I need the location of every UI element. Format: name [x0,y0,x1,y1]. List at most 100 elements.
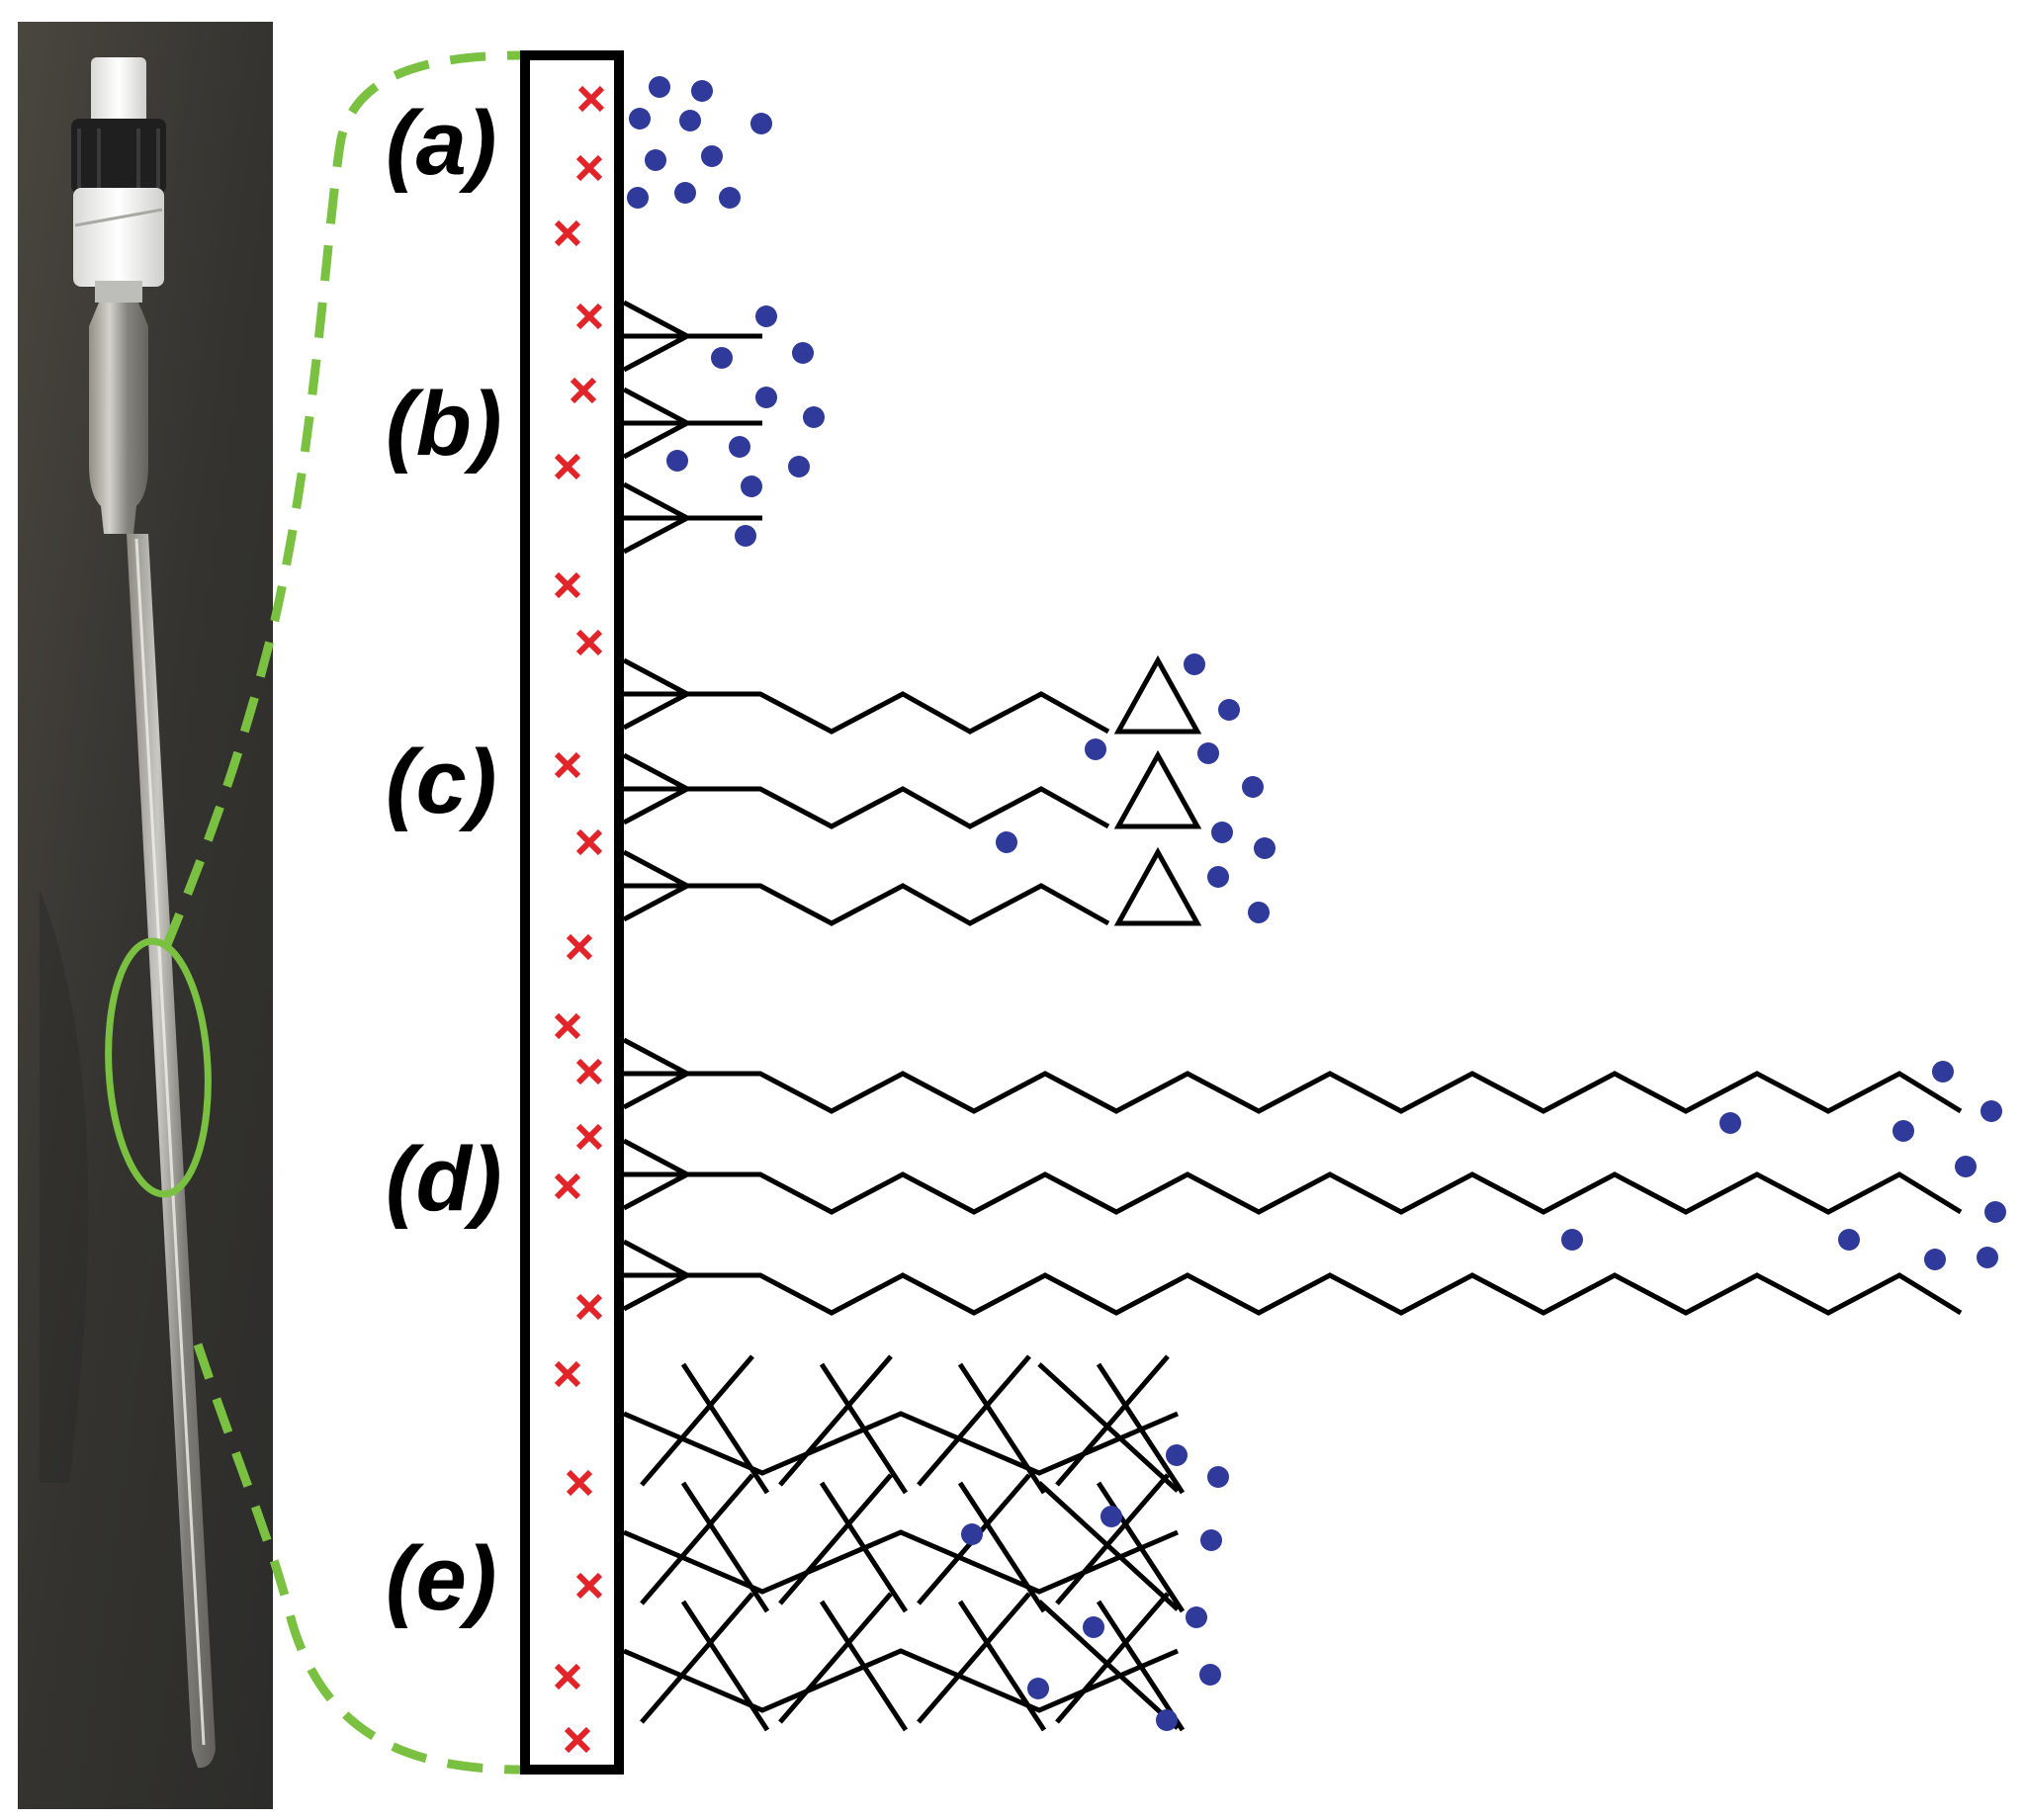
silanol-cross [575,828,603,856]
analyte-dot [1218,699,1240,721]
photo-background [18,22,273,1809]
analyte-dot [1200,1529,1222,1551]
analyte-dot [1932,1061,1954,1083]
analyte-dot [996,831,1017,853]
ligand-end-capped-2 [622,749,1202,829]
callout-upper [161,50,523,949]
silanol-cross [575,629,603,656]
analyte-dot [741,476,762,497]
analyte-markers [627,76,2006,1731]
silanol-cross [575,1058,603,1085]
silanol-cross [570,377,597,404]
analyte-dot [1207,866,1229,888]
analyte-dot [691,80,713,102]
photo-white-collar [73,188,164,287]
silanol-cross [575,1572,603,1600]
silanol-cross [554,219,581,247]
ligand-crosslinked-2 [623,1473,1186,1613]
silanol-cross [564,1726,591,1754]
ligand-end-capped-1 [622,654,1202,735]
silanol-cross [554,1172,581,1200]
ligand-long-3 [622,1239,1963,1316]
analyte-dot [792,342,814,364]
analyte-dot [701,145,723,167]
analyte-dot [1248,902,1270,923]
analyte-dot [788,456,810,477]
analyte-dot [711,347,733,369]
panel-label-a: (a) [386,93,496,194]
analyte-dot [1955,1156,1977,1177]
analyte-dot [1719,1112,1741,1134]
silanol-cross [577,85,605,113]
photo-glass-bulb [89,303,148,534]
silanol-cross [575,1123,603,1151]
silanol-cross [566,1469,593,1497]
photo-black-nut [71,119,166,194]
analyte-dot [1186,1606,1207,1628]
analyte-dot [649,76,670,98]
callout-lines [161,50,523,1775]
analyte-dot [1083,1616,1104,1638]
panel-label-c: (c) [386,732,496,832]
analyte-dot [1254,837,1276,859]
ligand-crosslinked-3 [623,1592,1186,1732]
analyte-dot [755,387,777,408]
analyte-dot [803,406,825,428]
analyte-dot [1977,1247,1998,1268]
ligand-long-1 [622,1037,1963,1114]
panel-label-b: (b) [386,374,501,475]
ligand-short-2 [622,387,762,460]
silanol-cross [554,1663,581,1690]
analyte-dot [645,149,666,171]
column-photo [18,22,273,1809]
silanol-cross [554,571,581,599]
analyte-dot [961,1523,983,1545]
capillary-wall [520,50,624,1775]
analyte-dot [755,305,777,327]
ligand-short-1 [622,300,762,373]
analyte-dot [750,113,772,134]
analyte-dot [1199,1664,1221,1686]
analyte-dot [1242,776,1264,798]
analyte-dot [1197,742,1219,764]
photo-white-plug [91,57,146,125]
analyte-dot [674,182,696,204]
analyte-dot [1207,1466,1229,1488]
bonded-ligands [622,300,1963,1732]
silanol-markers [554,85,605,1754]
analyte-dot [729,436,750,458]
analyte-dot [719,187,741,209]
analyte-dot [1156,1709,1178,1731]
silanol-cross [566,933,593,961]
panel-label-d: (d) [386,1129,501,1230]
photo-shadow [40,890,89,1483]
silanol-cross [554,453,581,480]
ligand-short-3 [622,481,762,555]
analyte-dot [1184,653,1205,675]
analyte-dot [1924,1249,1946,1270]
analyte-dot [1838,1229,1860,1251]
analyte-dot [1980,1100,2002,1122]
analyte-dot [1561,1229,1583,1251]
analyte-dot [1984,1201,2006,1223]
highlight-ellipse [105,937,212,1198]
analyte-dot [679,110,701,131]
ligand-long-2 [622,1138,1963,1215]
analyte-dot [1027,1678,1049,1699]
panel-labels: (a) (b) (c) (d) (e) [386,93,501,1629]
panel-label-e: (e) [386,1528,496,1629]
silanol-cross [575,154,603,182]
analyte-dot [1211,822,1233,843]
analyte-dot [735,525,756,547]
analyte-dot [1085,738,1106,760]
silanol-cross [554,1360,581,1388]
analyte-dot [627,187,649,209]
ligand-end-capped-3 [622,846,1202,926]
silanol-cross [554,751,581,779]
silanol-cross [575,1293,603,1321]
analyte-dot [629,108,651,130]
analyte-dot [666,450,688,472]
callout-lower [193,1343,523,1775]
analyte-dot [1100,1506,1122,1527]
